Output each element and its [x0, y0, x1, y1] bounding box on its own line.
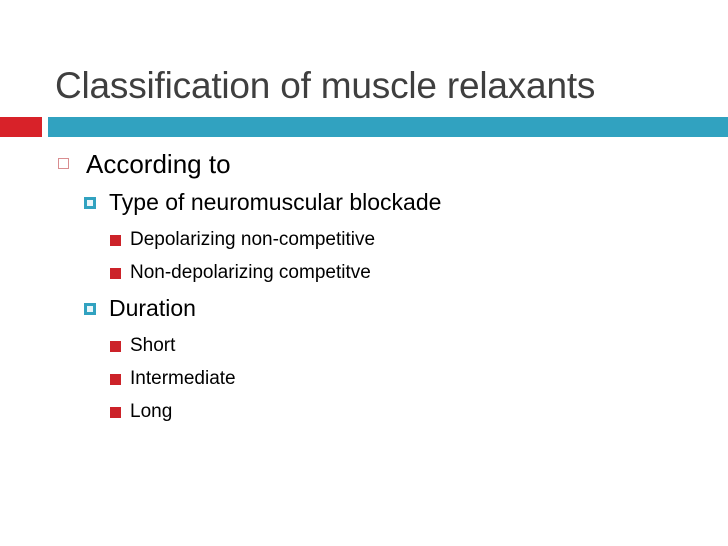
teal-square-bullet-icon [84, 197, 96, 209]
list-item: Type of neuromuscular blockade [0, 187, 728, 227]
list-item: Long [0, 399, 728, 432]
title-divider [0, 117, 728, 137]
red-square-bullet-icon [110, 341, 121, 352]
list-item-label: According to [86, 149, 231, 179]
list-item: Duration [0, 293, 728, 333]
list-item-label: Type of neuromuscular blockade [109, 189, 442, 215]
list-item: Depolarizing non-competitive [0, 227, 728, 260]
red-square-bullet-icon [110, 407, 121, 418]
outline-list: According to Type of neuromuscular block… [0, 147, 728, 432]
list-item-label: Short [130, 335, 176, 356]
teal-square-bullet-icon [84, 303, 96, 315]
red-square-bullet-icon [110, 374, 121, 385]
list-item-label: Intermediate [130, 368, 236, 389]
list-item-label: Duration [109, 295, 196, 321]
page-title: Classification of muscle relaxants [55, 65, 596, 106]
list-item: According to [0, 147, 728, 187]
list-item-label: Long [130, 401, 173, 422]
divider-accent-block [0, 117, 42, 137]
list-item-label: Depolarizing non-competitive [130, 229, 376, 250]
red-square-bullet-icon [110, 235, 121, 246]
red-square-bullet-icon [110, 268, 121, 279]
list-item: Short [0, 333, 728, 366]
list-item: Intermediate [0, 366, 728, 399]
list-item-label: Non-depolarizing competitve [130, 262, 371, 283]
divider-main-bar [48, 117, 728, 137]
list-item: Non-depolarizing competitve [0, 260, 728, 293]
hollow-square-bullet-icon [58, 158, 69, 169]
